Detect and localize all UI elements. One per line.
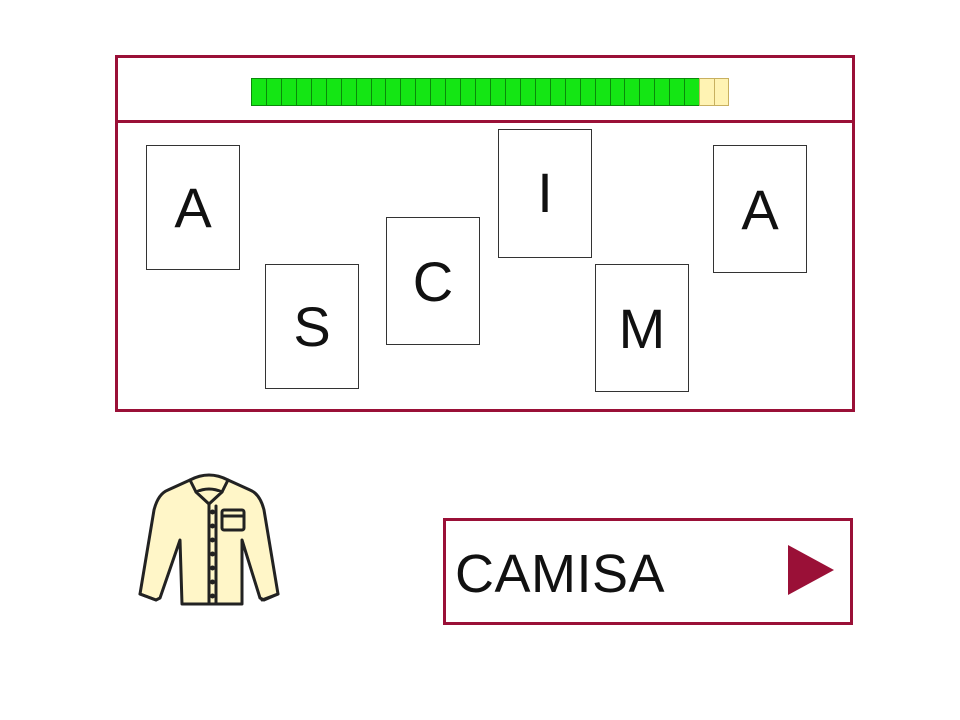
progress-bar bbox=[251, 78, 729, 106]
progress-segment-done bbox=[355, 78, 371, 106]
letter-card-a-2[interactable]: A bbox=[713, 145, 807, 273]
progress-segment-done bbox=[415, 78, 431, 106]
letter-card-label: A bbox=[174, 176, 212, 239]
progress-segment-done bbox=[280, 78, 296, 106]
progress-segment-done bbox=[534, 78, 550, 106]
answer-button[interactable]: CAMISA bbox=[443, 518, 853, 625]
progress-segment-done bbox=[519, 78, 535, 106]
letter-card-label: M bbox=[618, 296, 666, 360]
progress-segment-done bbox=[549, 78, 565, 106]
letter-card-label: S bbox=[293, 295, 331, 358]
progress-segment-done bbox=[445, 78, 461, 106]
letter-card-c[interactable]: C bbox=[386, 217, 480, 345]
progress-segment-done bbox=[310, 78, 326, 106]
answer-word: CAMISA bbox=[455, 544, 666, 604]
progress-segment-done bbox=[579, 78, 595, 106]
progress-segment-done bbox=[475, 78, 490, 106]
progress-segment-done bbox=[609, 78, 625, 106]
progress-segment-done bbox=[251, 78, 266, 106]
letter-card-label: I bbox=[537, 161, 553, 224]
progress-segment-done bbox=[669, 78, 685, 106]
progress-segment-done bbox=[340, 78, 356, 106]
progress-segment-done bbox=[430, 78, 446, 106]
progress-segment-done bbox=[265, 78, 281, 106]
progress-segment-done bbox=[504, 78, 520, 106]
progress-segment-done bbox=[295, 78, 311, 106]
progress-segment-done bbox=[684, 78, 700, 106]
progress-segment-done bbox=[624, 78, 640, 106]
letter-card-label: C bbox=[412, 249, 454, 313]
letter-panel: A S C I M A bbox=[115, 55, 855, 412]
progress-segment-done bbox=[639, 78, 655, 106]
play-arrow-icon bbox=[788, 545, 834, 595]
progress-segment-done bbox=[400, 78, 416, 106]
progress-segment-done bbox=[654, 78, 670, 106]
progress-segment-done bbox=[490, 78, 505, 106]
progress-segment-todo bbox=[699, 78, 715, 106]
letter-card-a-1[interactable]: A bbox=[146, 145, 240, 270]
progress-segment-todo bbox=[714, 78, 729, 106]
progress-segment-done bbox=[370, 78, 386, 106]
panel-divider bbox=[118, 120, 852, 123]
progress-segment-done bbox=[460, 78, 476, 106]
letter-card-m[interactable]: M bbox=[595, 264, 689, 392]
progress-segment-done bbox=[564, 78, 580, 106]
letter-card-label: A bbox=[741, 177, 779, 241]
letter-card-i[interactable]: I bbox=[498, 129, 592, 258]
progress-segment-done bbox=[385, 78, 401, 106]
letter-card-s[interactable]: S bbox=[265, 264, 359, 389]
progress-segment-done bbox=[594, 78, 610, 106]
progress-segment-done bbox=[325, 78, 341, 106]
shirt-icon bbox=[138, 473, 280, 606]
